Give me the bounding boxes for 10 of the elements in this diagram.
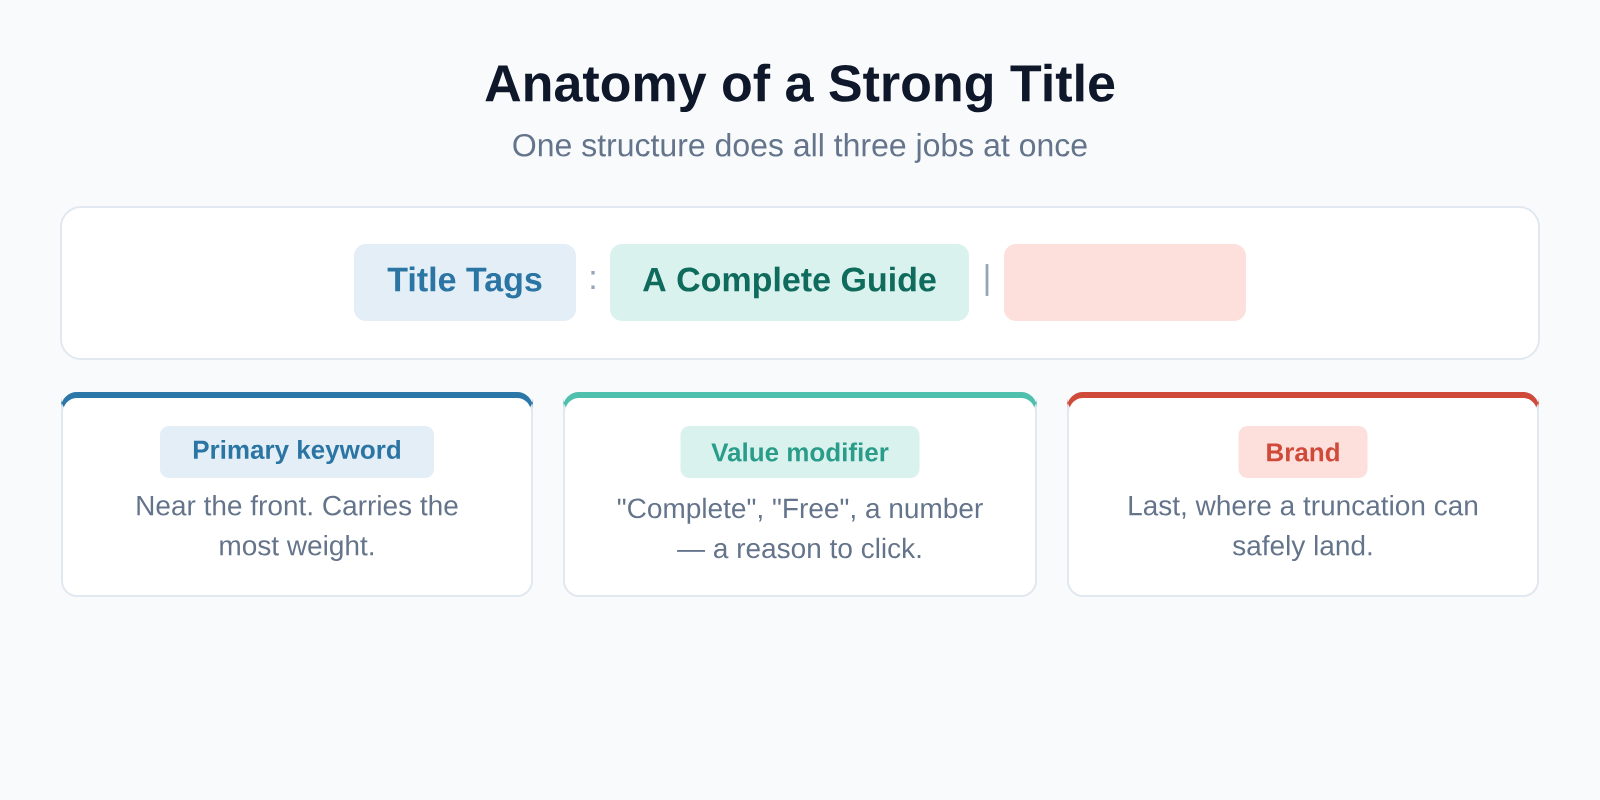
tag-pill: Primary keyword (160, 426, 434, 478)
tag-pill: Value modifier (680, 426, 920, 478)
separator: : (591, 271, 595, 289)
tag-pill: A Complete Guide (610, 244, 969, 321)
title: Anatomy of a Strong Title (485, 63, 1115, 113)
tag-pill: Brand (1238, 426, 1368, 478)
subtitle: One structure does all three jobs at once (513, 133, 1087, 163)
tag-pill (1004, 244, 1246, 321)
separator: | (985, 264, 989, 296)
tag-pill: Title Tags (354, 244, 576, 321)
